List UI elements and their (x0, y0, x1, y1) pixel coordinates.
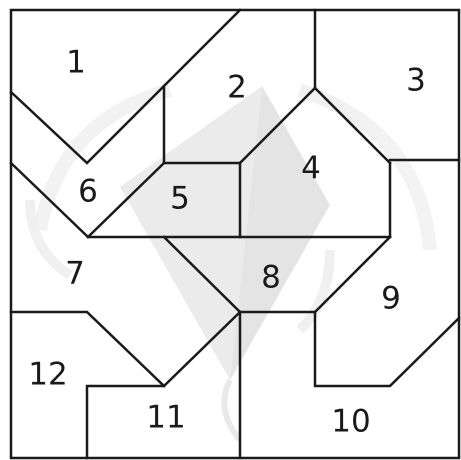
cut-piece6-left (11, 163, 88, 237)
piece-label-5: 5 (170, 181, 190, 217)
piece-label-4: 4 (301, 151, 321, 187)
piece-label-9: 9 (381, 281, 401, 317)
piece-label-1: 1 (66, 45, 86, 81)
piece-label-7: 7 (65, 256, 85, 292)
piece-label-6: 6 (78, 174, 98, 210)
piece-label-11: 11 (146, 400, 185, 436)
cut-piece9-outline (315, 312, 459, 386)
piece-label-2: 2 (227, 70, 247, 106)
watermark-kite-tail (224, 380, 240, 440)
piece-label-8: 8 (261, 260, 281, 296)
piece-label-10: 10 (331, 404, 370, 440)
piece-label-12: 12 (28, 357, 67, 393)
cut-piece4-right-top (315, 88, 390, 163)
piece-label-3: 3 (406, 63, 426, 99)
